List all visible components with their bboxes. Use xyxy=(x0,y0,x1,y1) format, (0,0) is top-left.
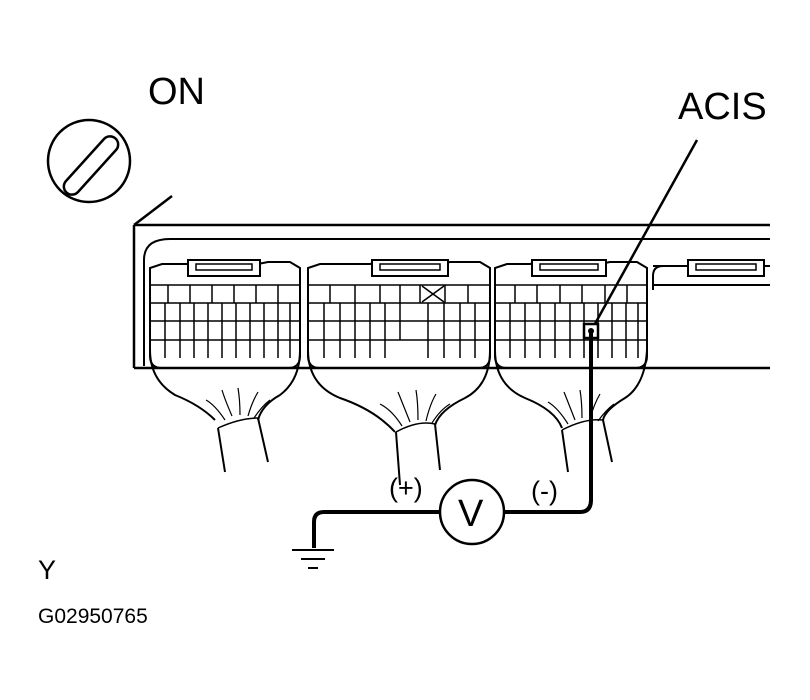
wire-harness-1 xyxy=(149,349,301,473)
connector-4 xyxy=(652,259,770,290)
voltmeter-label: V xyxy=(458,493,484,535)
acis-terminal-label: ACIS xyxy=(678,86,767,128)
connector-2 xyxy=(307,259,491,369)
test-leads xyxy=(312,331,593,548)
ground-symbol-icon xyxy=(292,549,334,569)
connector-1 xyxy=(149,259,301,369)
wire-harness-2 xyxy=(307,349,491,486)
voltmeter-icon xyxy=(438,478,506,546)
figure-code: G02950765 xyxy=(38,605,148,628)
ignition-switch-icon xyxy=(46,118,132,204)
ecu-housing xyxy=(132,195,770,370)
view-mark-label: Y xyxy=(38,555,57,585)
negative-lead-label: (-) xyxy=(531,476,558,506)
ignition-state-label: ON xyxy=(148,71,205,113)
positive-lead-label: (+) xyxy=(389,473,423,503)
wire-harness-3 xyxy=(494,349,648,473)
acis-leader-line xyxy=(589,139,699,332)
connector-3 xyxy=(494,259,648,369)
